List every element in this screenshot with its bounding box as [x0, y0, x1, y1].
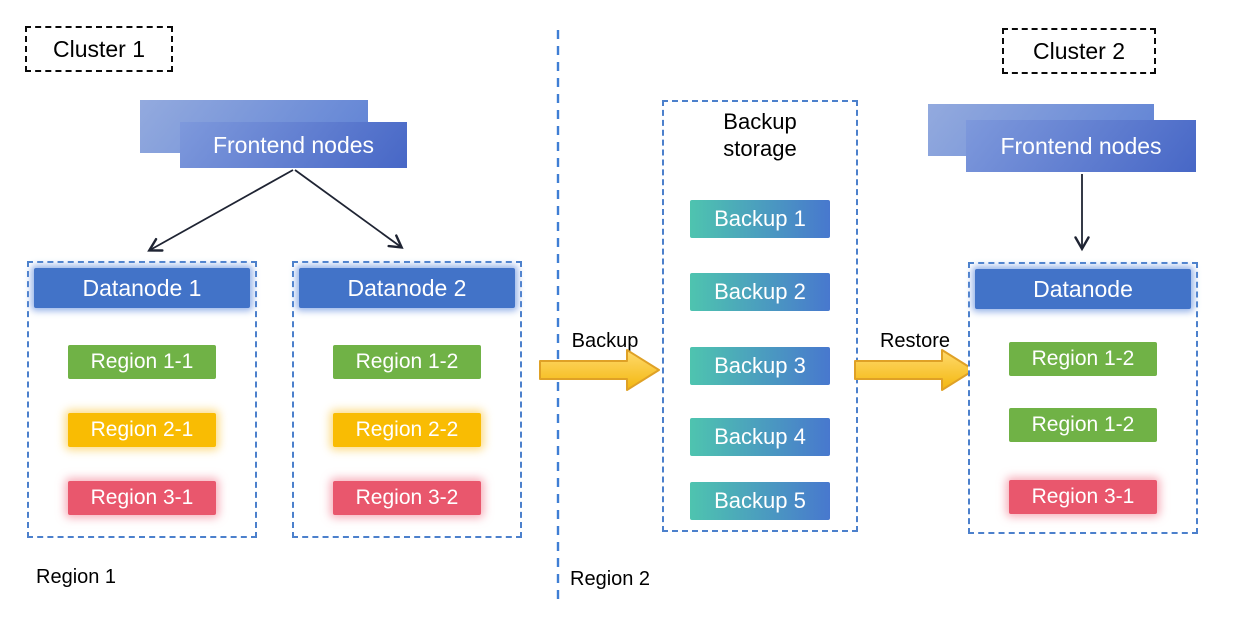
backup-storage-container: Backup storage Backup 1 Backup 2 Backup … [662, 100, 858, 532]
region-box: Region 2-1 [68, 413, 216, 447]
region-box: Region 1-2 [1009, 342, 1157, 376]
backup-item: Backup 1 [690, 200, 830, 238]
restore-flow-arrow [854, 349, 975, 391]
backup-item: Backup 2 [690, 273, 830, 311]
backup-item: Backup 3 [690, 347, 830, 385]
region-box: Region 2-2 [333, 413, 481, 447]
region-box: Region 1-1 [68, 345, 216, 379]
backup-flow-label: Backup [571, 330, 639, 352]
datanode2-header: Datanode 2 [299, 268, 515, 308]
backup-storage-title: Backup storage [723, 109, 797, 161]
cluster2-datanode-header: Datanode [975, 269, 1191, 309]
cluster2-label: Cluster 2 [1032, 37, 1126, 64]
arrow-frontend1-to-datanode2 [294, 169, 404, 249]
region-box: Region 1-2 [333, 345, 481, 379]
datanode2-container: Datanode 2 Region 1-2 Region 2-2 Region … [292, 261, 522, 538]
arrow-frontend1-to-datanode1 [147, 169, 294, 252]
backup-item: Backup 5 [690, 482, 830, 520]
frontend-nodes-label: Frontend nodes [1000, 132, 1162, 159]
datanode1-container: Datanode 1 Region 1-1 Region 2-1 Region … [27, 261, 257, 538]
frontend-nodes-card: Frontend nodes [180, 122, 407, 168]
region-box: Region 3-2 [333, 481, 481, 515]
frontend-nodes-card: Frontend nodes [966, 120, 1196, 172]
region-box: Region 3-1 [1009, 480, 1157, 514]
cluster1-label: Cluster 1 [52, 35, 146, 62]
cluster2-label-box: Cluster 2 [1002, 28, 1156, 74]
restore-flow-label: Restore [879, 330, 951, 352]
datanode1-header: Datanode 1 [34, 268, 250, 308]
cluster2-datanode-container: Datanode Region 1-2 Region 1-2 Region 3-… [968, 262, 1198, 534]
region2-caption: Region 2 [570, 568, 651, 590]
frontend-nodes-label: Frontend nodes [212, 131, 375, 158]
region-box: Region 1-2 [1009, 408, 1157, 442]
backup-flow-arrow [539, 349, 660, 391]
cluster1-label-box: Cluster 1 [25, 26, 173, 72]
region1-caption: Region 1 [36, 566, 117, 588]
region-box: Region 3-1 [68, 481, 216, 515]
backup-item: Backup 4 [690, 418, 830, 456]
